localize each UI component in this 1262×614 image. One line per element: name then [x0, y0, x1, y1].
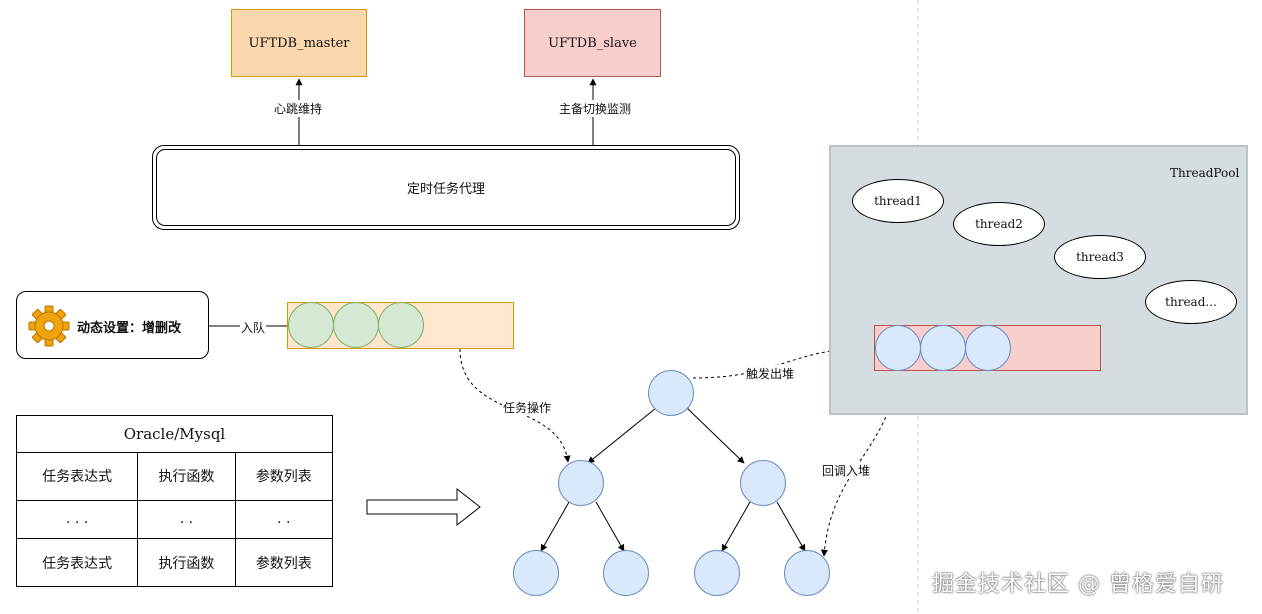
thread-node: thread1: [852, 179, 944, 223]
task-operation-label: 任务操作: [502, 399, 553, 416]
master-node: UFTDB_master: [231, 9, 367, 77]
heap-node: [603, 550, 649, 596]
table-cell: 执行函数: [137, 452, 236, 501]
slave-label: UFTDB_slave: [548, 35, 637, 51]
pool-queue-item: [875, 325, 921, 371]
enqueue-label: 入队: [240, 319, 267, 336]
gear-icon: [28, 305, 70, 347]
thread-label: thread1: [874, 194, 922, 208]
table-cell: . .: [137, 499, 236, 540]
queue-item: [288, 302, 334, 348]
thread-node: thread3: [1054, 235, 1146, 279]
table-title: Oracle/Mysql: [16, 415, 333, 453]
callback-push-label: 回调入堆: [821, 462, 872, 479]
queue-item: [378, 302, 424, 348]
heap-edge: [686, 407, 745, 464]
heap-node: [513, 550, 559, 596]
table-cell: . . .: [15, 499, 139, 540]
heap-node: [558, 460, 604, 506]
heap-edge: [540, 501, 570, 552]
pool-queue-item: [920, 325, 966, 371]
db-table: Oracle/Mysql 任务表达式 执行函数 参数列表 . . . . . .…: [15, 415, 334, 587]
switch-monitor-label: 主备切换监测: [558, 100, 633, 117]
table-row: 任务表达式 执行函数 参数列表: [15, 452, 334, 501]
settings-label: 动态设置：增删改: [77, 321, 182, 336]
slave-node: UFTDB_slave: [524, 9, 661, 77]
heap-node: [648, 370, 694, 416]
thread-node: thread2: [953, 202, 1045, 246]
table-cell: 执行函数: [137, 538, 236, 587]
table-cell: . .: [234, 499, 334, 540]
heap-edge: [721, 501, 751, 552]
heap-edge: [587, 407, 657, 464]
thread-pool-label: ThreadPool: [1170, 166, 1240, 180]
heap-edge: [595, 501, 625, 552]
watermark: 掘金技术社区 @ 曾格爱自研: [932, 572, 1224, 597]
heap-node: [740, 460, 786, 506]
settings-node: 动态设置：增删改: [16, 291, 209, 359]
table-cell: 参数列表: [234, 538, 334, 587]
table-cell: 任务表达式: [15, 538, 139, 587]
table-cell: 参数列表: [234, 452, 334, 501]
table-cell: 任务表达式: [15, 452, 139, 501]
callback-push-edge: [820, 370, 899, 557]
heap-edge: [776, 501, 806, 552]
master-label: UFTDB_master: [248, 35, 350, 51]
table-row: 任务表达式 执行函数 参数列表: [15, 538, 334, 587]
thread-label: thread3: [1076, 250, 1124, 264]
thread-label: thread2: [975, 217, 1023, 231]
agent-outer: [152, 145, 740, 230]
heartbeat-label: 心跳维持: [273, 100, 324, 117]
agent-node: 定时任务代理: [156, 149, 736, 226]
big-arrow-icon: [366, 487, 481, 527]
queue-item: [333, 302, 379, 348]
heap-node: [694, 550, 740, 596]
thread-label: thread...: [1165, 295, 1217, 309]
trigger-pop-label: 触发出堆: [745, 365, 796, 382]
agent-label: 定时任务代理: [406, 182, 485, 197]
pool-queue-item: [965, 325, 1011, 371]
heap-node: [784, 550, 830, 596]
table-row: . . . . . . .: [15, 499, 334, 540]
thread-node: thread...: [1145, 280, 1237, 324]
